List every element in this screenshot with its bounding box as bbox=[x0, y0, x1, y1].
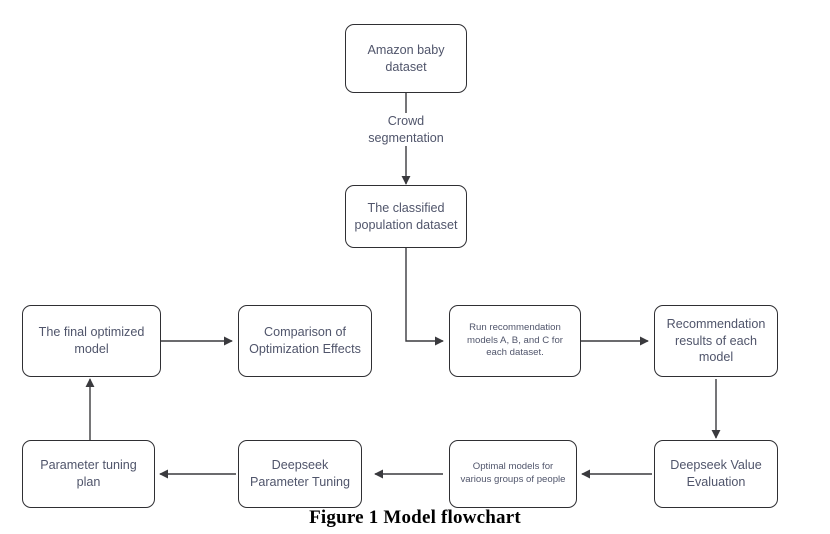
node-label: Run recommendation models A, B, and C fo… bbox=[467, 321, 563, 359]
node-label: The classified population dataset bbox=[354, 200, 458, 232]
figure-caption: Figure 1 Model flowchart bbox=[0, 507, 830, 529]
node-label: Parameter tuning plan bbox=[40, 458, 137, 489]
node-deepseek-value-evaluation[interactable]: Deepseek Value Evaluation bbox=[654, 440, 778, 508]
node-recommendation-results[interactable]: Recommendation results of each model bbox=[654, 305, 778, 377]
node-label: Amazon baby dataset bbox=[367, 42, 445, 74]
node-label: Optimal models for various groups of peo… bbox=[460, 461, 566, 485]
connector-classified-to-run-models bbox=[405, 248, 444, 346]
node-label: Deepseek Parameter Tuning bbox=[249, 458, 351, 489]
node-optimal-models-groups[interactable]: Optimal models for various groups of peo… bbox=[449, 440, 577, 508]
node-deepseek-parameter-tuning[interactable]: Deepseek Parameter Tuning bbox=[238, 440, 362, 508]
node-label: Comparison of Optimization Effects bbox=[249, 325, 361, 356]
edge-label-text: Crowd segmentation bbox=[368, 114, 444, 145]
node-label: Deepseek Value Evaluation bbox=[670, 458, 762, 489]
node-amazon-baby-dataset[interactable]: Amazon baby dataset bbox=[345, 24, 467, 93]
figure-caption-text: Figure 1 Model flowchart bbox=[309, 507, 521, 528]
node-comparison-optimization-effects[interactable]: Comparison of Optimization Effects bbox=[238, 305, 372, 377]
node-run-recommendation-models[interactable]: Run recommendation models A, B, and C fo… bbox=[449, 305, 581, 377]
node-label: Recommendation results of each model bbox=[666, 316, 766, 365]
node-label: The final optimized model bbox=[38, 325, 145, 356]
node-classified-population-dataset[interactable]: The classified population dataset bbox=[345, 185, 467, 248]
node-final-optimized-model[interactable]: The final optimized model bbox=[22, 305, 161, 377]
node-parameter-tuning-plan[interactable]: Parameter tuning plan bbox=[22, 440, 155, 508]
edge-label-crowd-segmentation: Crowd segmentation bbox=[351, 113, 461, 147]
